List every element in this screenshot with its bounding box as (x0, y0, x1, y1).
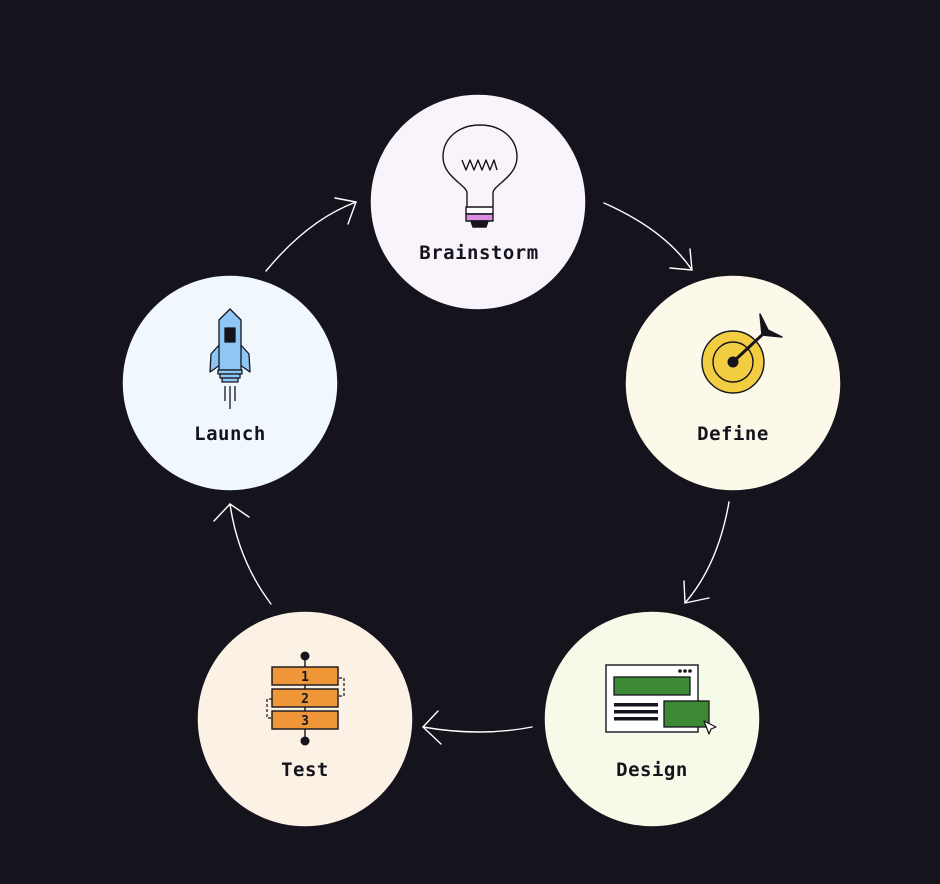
stage-label: Design (616, 759, 688, 781)
stage-label: Define (697, 423, 769, 445)
stage-circle (121, 274, 339, 492)
steps-icon: 1 2 3 (266, 651, 345, 746)
layout-icon (605, 664, 717, 735)
stage-design: Design (543, 610, 761, 828)
stage-test: 1 2 3 Test (196, 610, 414, 828)
stage-label: Brainstorm (419, 242, 538, 264)
arrow-test-to-launch (213, 503, 272, 605)
test-step-2 (271, 688, 339, 708)
arrow-design-to-test (422, 710, 533, 745)
test-step-number: 2 (301, 692, 309, 707)
test-step-1 (271, 666, 339, 686)
stage-launch: Launch (121, 274, 339, 492)
lightbulb-icon (442, 124, 518, 228)
stage-label: Test (281, 759, 329, 781)
test-step-3 (271, 710, 339, 730)
arrow-brainstorm-to-define (603, 202, 693, 271)
cycle-arrows (213, 197, 730, 745)
stage-brainstorm: Brainstorm (369, 93, 587, 311)
stage-label: Launch (194, 423, 266, 445)
test-step-number: 3 (301, 714, 309, 729)
arrow-define-to-design (683, 501, 730, 604)
rocket-icon (209, 308, 251, 409)
arrow-launch-to-brainstorm (265, 197, 357, 272)
test-step-number: 1 (301, 670, 309, 685)
stage-circle (369, 93, 587, 311)
target-icon (701, 313, 783, 394)
stage-define: Define (624, 274, 842, 492)
